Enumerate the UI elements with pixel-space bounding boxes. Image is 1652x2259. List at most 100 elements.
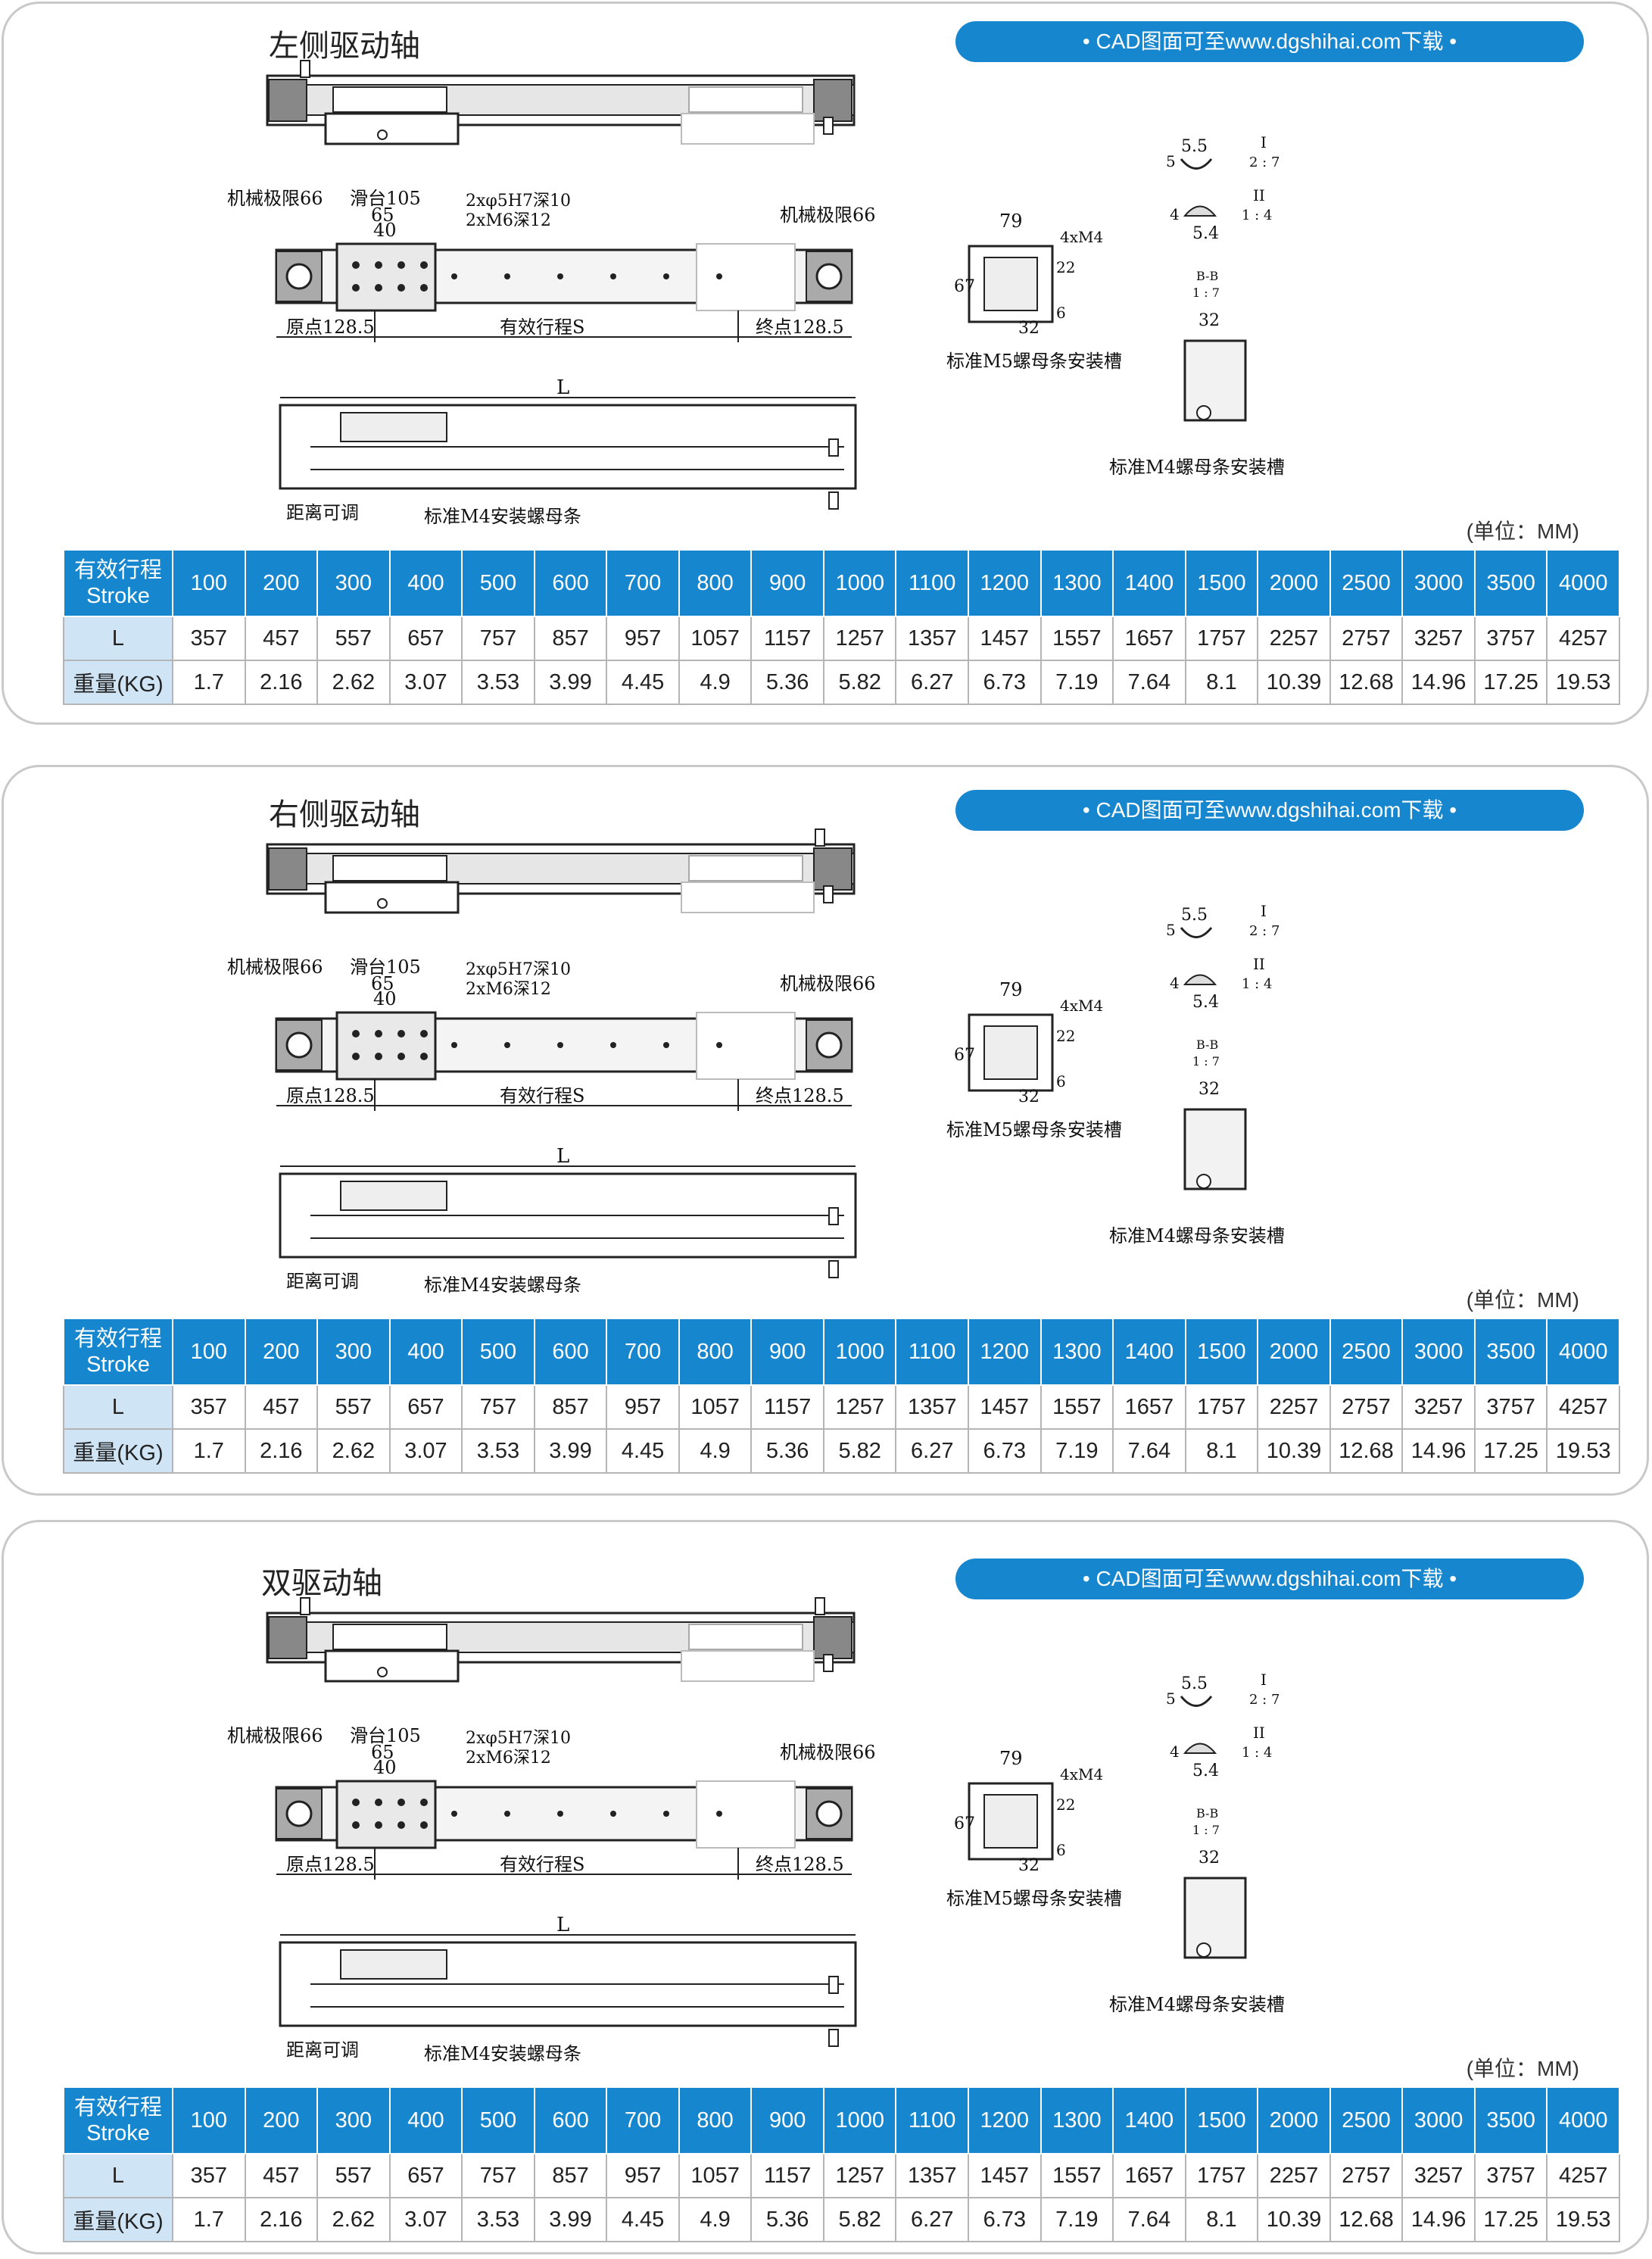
cad-download-link[interactable]: • CAD图面可至www.dgshihai.com下载 • xyxy=(955,21,1584,62)
stroke-cell: 1300 xyxy=(1040,549,1114,617)
value-cell: 1257 xyxy=(822,1384,897,1430)
label-m5-slot: 标准M5螺母条安装槽 xyxy=(946,1119,1122,1140)
label-mech-limit-right: 机械极限66 xyxy=(780,204,876,226)
carriage-top xyxy=(332,855,447,881)
value-cell: 8.1 xyxy=(1184,660,1259,705)
shaft-right xyxy=(815,828,825,847)
stroke-cell: 400 xyxy=(388,2086,463,2154)
row-label: 重量(KG) xyxy=(63,660,173,705)
value-cell: 857 xyxy=(533,616,608,661)
stroke-cell: 1300 xyxy=(1040,2086,1114,2154)
label-5.4: 5.4 xyxy=(1192,224,1219,243)
stroke-cell: 1400 xyxy=(1112,1318,1186,1386)
value-cell: 757 xyxy=(461,1384,535,1430)
value-cell: 2.62 xyxy=(316,1428,391,1474)
value-cell: 1157 xyxy=(750,616,824,661)
label-m6: 2xM6深12 xyxy=(466,211,551,230)
stroke-cell: 700 xyxy=(606,1318,680,1386)
stroke-cell: 600 xyxy=(533,1318,608,1386)
value-cell: 10.39 xyxy=(1257,1428,1331,1474)
stroke-cell: 1400 xyxy=(1112,549,1186,617)
value-cell: 12.68 xyxy=(1329,660,1404,705)
value-cell: 1457 xyxy=(968,2153,1042,2198)
label-scale-27: 2 : 7 xyxy=(1249,154,1280,170)
value-cell: 6.27 xyxy=(895,1428,970,1474)
label-4: 4 xyxy=(1170,974,1180,992)
value-cell: 1657 xyxy=(1112,616,1186,661)
value-cell: 10.39 xyxy=(1257,660,1331,705)
label-adjust: 距离可调 xyxy=(286,502,359,523)
carriage-top xyxy=(332,86,447,113)
stroke-cell: 2500 xyxy=(1329,1318,1404,1386)
stroke-cell: 600 xyxy=(533,549,608,617)
unit-label: (单位：MM) xyxy=(1466,1288,1579,1312)
label-m5-slot: 标准M5螺母条安装槽 xyxy=(946,1888,1122,1909)
label-65: 65 xyxy=(371,973,394,994)
value-cell: 7.64 xyxy=(1112,2197,1186,2242)
value-cell: 957 xyxy=(606,616,680,661)
label-stroke: 有效行程S xyxy=(500,1854,584,1875)
value-cell: 657 xyxy=(388,616,463,661)
stroke-cell: 1500 xyxy=(1184,2086,1259,2154)
value-cell: 3757 xyxy=(1473,2153,1548,2198)
stroke-cell: 1100 xyxy=(895,549,970,617)
cad-download-link[interactable]: • CAD图面可至www.dgshihai.com下载 • xyxy=(955,790,1584,831)
label-67: 67 xyxy=(954,1046,975,1065)
value-cell: 4.45 xyxy=(606,1428,680,1474)
stroke-cell: 700 xyxy=(606,549,680,617)
value-cell: 1.7 xyxy=(172,2197,246,2242)
value-cell: 1357 xyxy=(895,616,970,661)
value-cell: 3257 xyxy=(1401,1384,1476,1430)
value-cell: 1157 xyxy=(750,1384,824,1430)
stroke-cell: 600 xyxy=(533,2086,608,2154)
value-cell: 3.07 xyxy=(388,660,463,705)
value-cell: 6.73 xyxy=(968,660,1042,705)
value-cell: 4257 xyxy=(1546,1384,1620,1430)
value-cell: 1057 xyxy=(678,2153,753,2198)
label-5: 5 xyxy=(1166,1690,1176,1708)
label-m4-slot: 标准M4螺母条安装槽 xyxy=(1109,457,1285,478)
label-5.5: 5.5 xyxy=(1181,906,1208,925)
stroke-cell: 1300 xyxy=(1040,1318,1114,1386)
value-cell: 2757 xyxy=(1329,616,1404,661)
value-cell: 957 xyxy=(606,1384,680,1430)
carriage-front xyxy=(335,1780,437,1849)
label-22: 22 xyxy=(1056,1027,1075,1045)
stroke-cell: 1200 xyxy=(968,549,1042,617)
row-label: 重量(KG) xyxy=(63,2197,173,2242)
label-79: 79 xyxy=(999,979,1023,1000)
label-5: 5 xyxy=(1166,921,1176,939)
value-cell: 8.1 xyxy=(1184,1428,1259,1474)
value-cell: 1557 xyxy=(1040,1384,1114,1430)
label-22: 22 xyxy=(1056,1796,1075,1814)
panel-title: 左侧驱动轴 xyxy=(269,29,420,64)
label-sec-I: I xyxy=(1261,902,1267,920)
value-cell: 4.9 xyxy=(678,660,753,705)
label-sec-II: II xyxy=(1253,955,1265,973)
value-cell: 657 xyxy=(388,1384,463,1430)
stroke-cell: 1500 xyxy=(1184,549,1259,617)
label-5.4: 5.4 xyxy=(1192,1761,1219,1780)
value-cell: 1157 xyxy=(750,2153,824,2198)
section-BB xyxy=(1183,1108,1247,1190)
label-mech-limit-left: 机械极限66 xyxy=(227,956,323,978)
value-cell: 3257 xyxy=(1401,2153,1476,2198)
unit-label: (单位：MM) xyxy=(1466,520,1579,543)
shaft-right xyxy=(815,1597,825,1615)
stroke-cell: 1100 xyxy=(895,1318,970,1386)
value-cell: 7.64 xyxy=(1112,660,1186,705)
label-scale-17: 1 : 7 xyxy=(1192,1823,1220,1837)
stroke-cell: 800 xyxy=(678,2086,753,2154)
label-79: 79 xyxy=(999,1748,1023,1769)
stroke-cell: 3000 xyxy=(1401,2086,1476,2154)
label-m5-slot: 标准M5螺母条安装槽 xyxy=(946,351,1122,372)
value-cell: 1.7 xyxy=(172,660,246,705)
value-cell: 5.82 xyxy=(822,1428,897,1474)
label-32b: 32 xyxy=(1198,1849,1220,1867)
cad-download-link[interactable]: • CAD图面可至www.dgshihai.com下载 • xyxy=(955,1559,1584,1599)
label-sec-BB: B-B xyxy=(1196,1806,1218,1821)
label-slide: 滑台105 xyxy=(350,956,421,978)
value-cell: 3.99 xyxy=(533,660,608,705)
